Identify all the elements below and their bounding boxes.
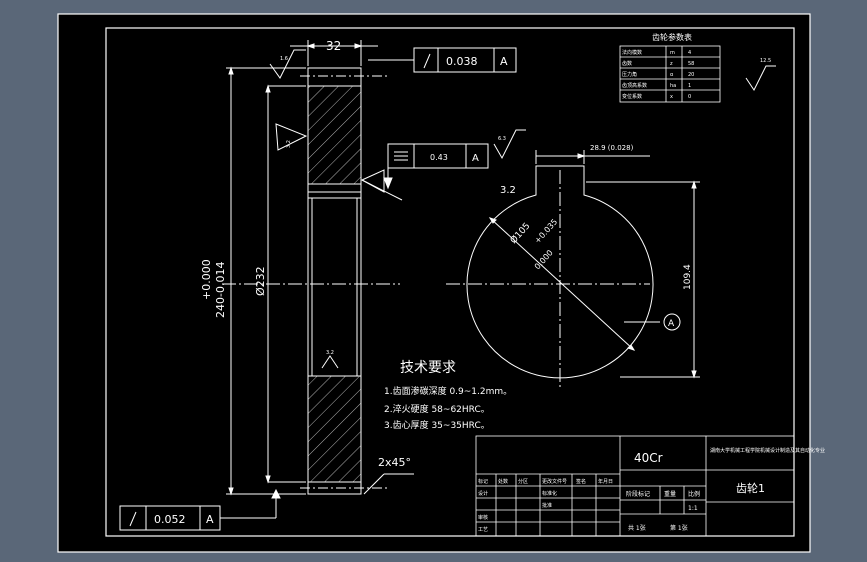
flatness-datum: A <box>472 153 479 164</box>
sheet-background <box>58 14 810 552</box>
tolerance-frame-bottom <box>119 488 281 531</box>
od-lower-tol: 240-0.014 <box>214 262 227 318</box>
view-mark-letter: A <box>668 319 675 329</box>
tol-top-value: 0.038 <box>446 55 478 68</box>
keyway-depth-text: 109.4 <box>683 264 693 290</box>
dim-width-text: 32 <box>326 39 341 53</box>
tech-line-3: 3.齿心厚度 35~35HRC。 <box>384 419 490 431</box>
hdr-count: 处数 <box>498 478 508 485</box>
roughness-value-corner: 12.5 <box>760 58 771 64</box>
roughness-value-side: 3.2 <box>286 140 292 148</box>
roughness-symbol-mid <box>360 169 403 201</box>
row-design: 设计 <box>478 490 488 497</box>
gear-table-title: 齿轮参数表 <box>652 32 692 42</box>
gear-row-label: 压力角 <box>622 71 637 78</box>
gear-row-val: 20 <box>688 72 694 78</box>
chamfer-text: 2x45° <box>378 456 411 469</box>
roughness-symbol-corner <box>745 65 776 91</box>
tol-top-datum: A <box>500 55 508 68</box>
row-std: 标准化 <box>542 490 557 497</box>
tech-line-2: 2.淬火硬度 58~62HRC。 <box>384 403 490 415</box>
inner-border <box>105 27 795 537</box>
hdr-date: 年月日 <box>598 478 613 485</box>
gear-row-label: 变位系数 <box>622 93 642 100</box>
sheets-total: 共 1张 <box>628 524 646 532</box>
roughness-symbol-side <box>275 123 308 151</box>
scale-label: 比例 <box>688 490 700 498</box>
tol-bottom-value: 0.052 <box>154 513 186 526</box>
gear-table <box>619 45 721 103</box>
gear-row-val: 58 <box>688 61 694 67</box>
roughness-symbol-top <box>230 49 306 79</box>
part-name-text: 齿轮1 <box>736 481 765 495</box>
dim-width-32 <box>290 40 378 66</box>
flatness-frame <box>383 129 526 190</box>
gear-row-val: 1 <box>688 83 691 89</box>
title-block <box>475 435 795 537</box>
tech-title: 技术要求 <box>400 360 456 376</box>
gear-section-view <box>222 67 400 495</box>
school-text: 湖南大学机械工程学院机械设计制造及其自动化专业 <box>710 447 825 454</box>
gear-row-val: 0 <box>688 94 691 100</box>
row-process: 工艺 <box>478 527 488 533</box>
row-review: 审核 <box>478 514 488 521</box>
tolerance-frame-top <box>368 47 517 73</box>
gear-row-label: 法向模数 <box>622 49 642 56</box>
gear-row-val: 4 <box>688 50 691 56</box>
row-approve: 批准 <box>542 502 552 509</box>
bore-view <box>446 150 700 390</box>
hdr-docno: 更改文件号 <box>542 478 567 485</box>
od-upper-tol: +0.000 <box>200 259 213 300</box>
roughness-value-bore: 3.2 <box>326 350 334 356</box>
gear-row-sym: α <box>670 72 674 78</box>
weight-label: 重量 <box>664 490 676 498</box>
stage-mark: 阶段标记 <box>626 490 650 498</box>
material-text: 40Cr <box>634 451 663 465</box>
gear-row-label: 齿顶高系数 <box>622 82 647 89</box>
gear-row-sym: x <box>670 94 673 100</box>
hdr-mark: 标记 <box>478 478 488 485</box>
outer-border <box>57 13 811 553</box>
chamfer-leader <box>363 473 414 495</box>
pitch-diameter: Ø232 <box>254 266 267 296</box>
keyway-left-text: 3.2 <box>500 185 516 196</box>
tech-line-1: 1.齿面渗碳深度 0.9~1.2mm。 <box>384 385 512 397</box>
tol-bottom-datum: A <box>206 513 214 526</box>
roughness-value-flat: 6.3 <box>498 136 506 142</box>
gear-row-sym: z <box>670 61 673 67</box>
gear-row-label: 齿数 <box>622 60 632 67</box>
scale-value: 1:1 <box>688 505 698 512</box>
keyway-width-text: 28.9 (0.028) <box>590 144 634 152</box>
sheet-number: 第 1张 <box>670 524 688 532</box>
gear-row-sym: ha <box>670 83 676 89</box>
flatness-value: 0.43 <box>430 153 448 162</box>
title-block-text: 40Cr 湖南大学机械工程学院机械设计制造及其自动化专业 齿轮1 标记 处数 分… <box>478 447 825 533</box>
hdr-sign: 签名 <box>576 478 586 485</box>
gear-table-rows: 法向模数 m 4 齿数 z 58 压力角 α 20 齿顶高系数 ha 1 变位系… <box>622 49 694 100</box>
roughness-value-top: 1.6 <box>280 56 288 62</box>
roughness-symbol-bore <box>321 355 339 369</box>
hdr-zone: 分区 <box>518 478 528 485</box>
gear-row-sym: m <box>670 50 675 56</box>
